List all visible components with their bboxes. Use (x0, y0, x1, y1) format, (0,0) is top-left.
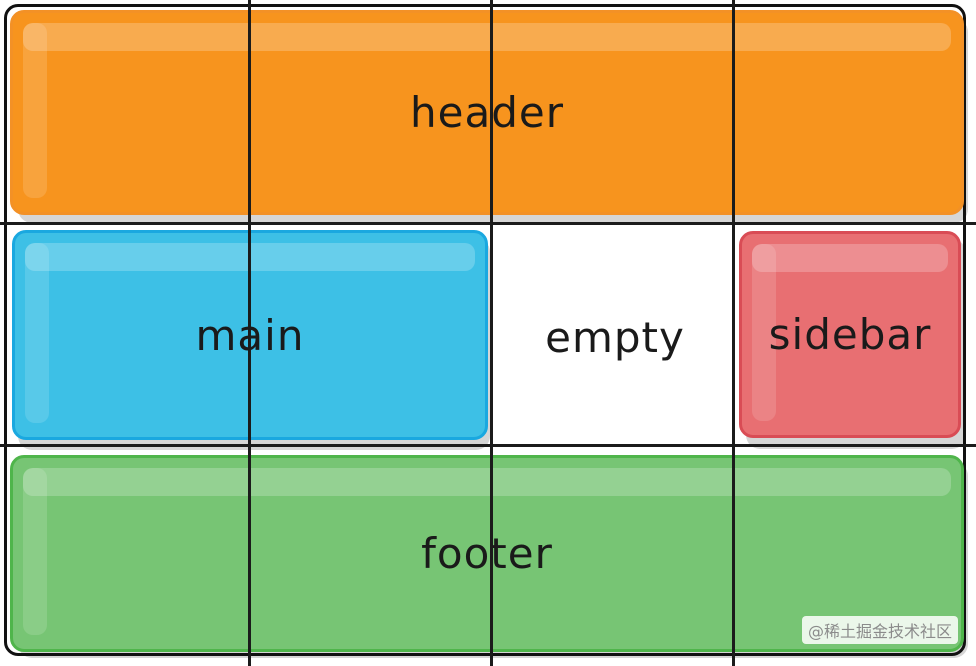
header-label: header (410, 88, 564, 137)
grid-line-col-1 (248, 0, 251, 666)
header-area: header (10, 10, 964, 215)
grid-frame (4, 4, 966, 656)
footer-label: footer (421, 529, 553, 578)
sidebar-area: sidebar (739, 231, 961, 438)
grid-line-col-3 (732, 0, 735, 666)
main-gloss-left (25, 243, 49, 423)
grid-line-row-2 (0, 444, 976, 447)
footer-gloss-left (23, 468, 47, 635)
empty-area: empty (497, 230, 733, 444)
footer-gloss (23, 468, 951, 496)
header-gloss-left (23, 23, 47, 198)
empty-label: empty (545, 312, 685, 362)
sidebar-label: sidebar (768, 310, 932, 359)
grid-line-row-1 (0, 222, 976, 225)
header-gloss (23, 23, 951, 51)
sidebar-gloss (752, 244, 948, 272)
grid-line-col-2 (490, 0, 493, 666)
watermark: @稀土掘金技术社区 (801, 616, 958, 644)
